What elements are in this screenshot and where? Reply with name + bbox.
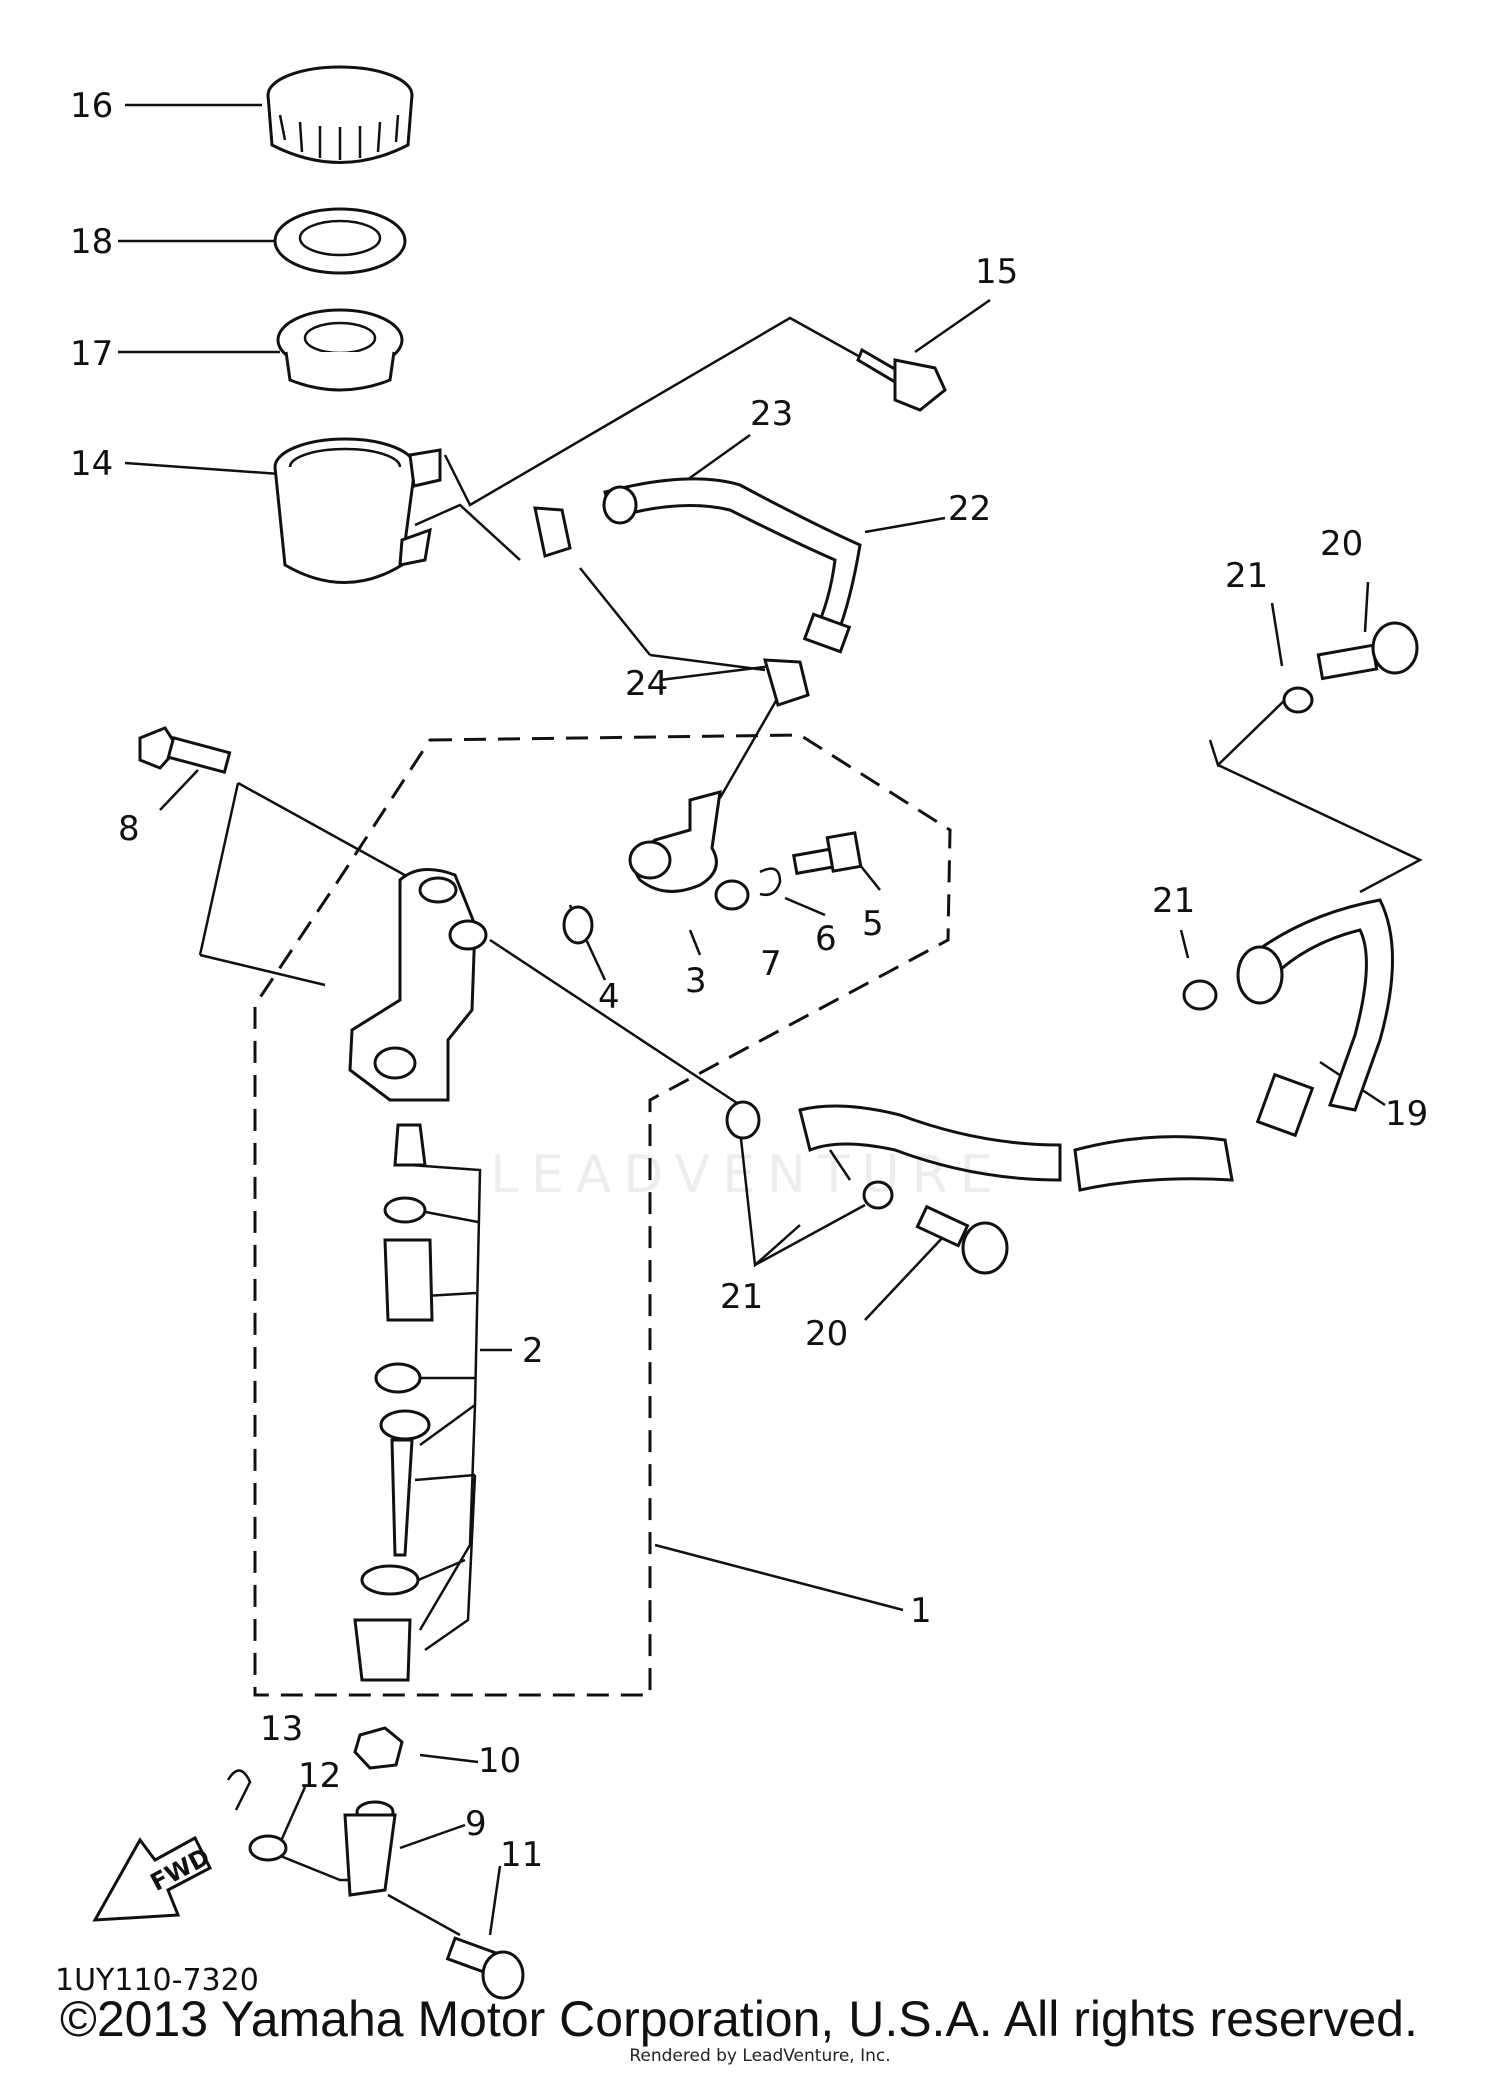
- hose-clip-upper: [533, 506, 572, 558]
- union-bolt-upper: [1316, 621, 1419, 681]
- push-rod-nut: [353, 1726, 404, 1770]
- joint-washer: [714, 879, 750, 911]
- watermark: LEADVENTURE: [490, 1145, 1005, 1205]
- mounting-bolt: [138, 726, 232, 775]
- callout-10: 10: [478, 1741, 521, 1781]
- diaphragm-plate: [273, 207, 407, 275]
- callout-5: 5: [862, 904, 884, 944]
- callout-21-lower: 21: [720, 1277, 763, 1317]
- callout-9: 9: [465, 1804, 487, 1844]
- o-ring: [562, 905, 594, 945]
- brake-hose: [798, 898, 1394, 1192]
- master-cylinder-body: [348, 868, 488, 1102]
- callout-16: 16: [70, 86, 113, 126]
- rendered-by-credit: Rendered by LeadVenture, Inc.: [629, 2046, 891, 2066]
- hose-joint: [628, 789, 722, 893]
- callout-20-lower: 20: [805, 1314, 848, 1354]
- master-cylinder-assembly-outline: [253, 733, 952, 1697]
- callout-4: 4: [598, 977, 620, 1017]
- cap: [266, 65, 414, 164]
- joint-screw: [792, 831, 863, 876]
- callout-18: 18: [70, 222, 113, 262]
- callout-21-upper: 21: [1225, 556, 1268, 596]
- clevis-washer: [248, 1834, 288, 1862]
- union-bolt-lower: [915, 1204, 1009, 1275]
- callout-6: 6: [815, 919, 837, 959]
- callout-19: 19: [1385, 1094, 1428, 1134]
- callout-17: 17: [70, 334, 113, 374]
- reservoir: [273, 437, 442, 584]
- callout-23: 23: [750, 394, 793, 434]
- piston-kit: [353, 1123, 434, 1682]
- diaphragm: [276, 308, 404, 392]
- copper-washers: [725, 686, 1314, 1210]
- callout-14: 14: [70, 444, 113, 484]
- part-code-label: 1UY110-7320: [55, 1963, 259, 1998]
- callout-21-middle: 21: [1152, 881, 1195, 921]
- callout-labels: 1 2 3 4 5 6 7 8 9 10 11 12 13 14 15 16 1…: [55, 86, 1428, 1998]
- callout-13: 13: [260, 1709, 303, 1749]
- clevis: [343, 1800, 397, 1897]
- callout-11: 11: [500, 1835, 543, 1875]
- callout-24: 24: [625, 664, 668, 704]
- callout-12: 12: [298, 1756, 341, 1796]
- callout-20-upper: 20: [1320, 524, 1363, 564]
- callout-3: 3: [685, 961, 707, 1001]
- joint-circlip: [759, 867, 782, 896]
- copyright-notice: ©2013 Yamaha Motor Corporation, U.S.A. A…: [60, 1991, 1418, 2047]
- hose-clip-lower: [762, 658, 810, 707]
- clevis-pin: [445, 1936, 525, 2000]
- callout-15: 15: [975, 252, 1018, 292]
- callout-22: 22: [948, 489, 991, 529]
- callout-7: 7: [760, 944, 782, 984]
- fwd-arrow-icon: [92, 1835, 212, 1922]
- callout-8: 8: [118, 809, 140, 849]
- reservoir-bolt: [856, 347, 947, 412]
- reservoir-hose: [602, 477, 862, 654]
- callout-1: 1: [910, 1591, 932, 1631]
- cotter-pin: [226, 1769, 252, 1811]
- callout-2: 2: [522, 1331, 544, 1371]
